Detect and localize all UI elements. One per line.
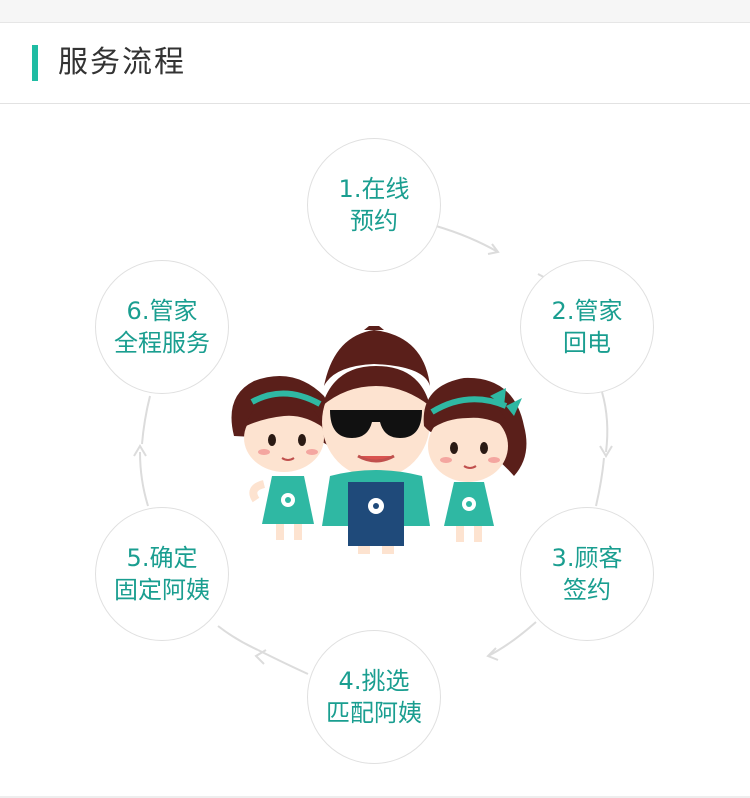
step-5-line2: 固定阿姨 [114, 576, 210, 604]
step-6-line1: 6.管家 [126, 297, 198, 325]
step-2-housekeeper-callback[interactable]: 2.管家 回电 [520, 260, 654, 394]
middle-boy-mascot [322, 326, 430, 554]
left-girl-mascot [231, 376, 333, 540]
right-girl-mascot [423, 377, 527, 542]
step-6-line2: 全程服务 [114, 329, 210, 357]
process-ring [133, 225, 613, 675]
step-5-line1: 5.确定 [126, 544, 198, 572]
step-1-line2: 预约 [350, 207, 398, 235]
step-2-line2: 回电 [563, 329, 611, 357]
step-3-line2: 签约 [563, 576, 611, 604]
mascot-family-icon [231, 326, 527, 554]
step-6-full-service[interactable]: 6.管家 全程服务 [95, 260, 229, 394]
step-4-line1: 4.挑选 [338, 667, 410, 695]
step-5-confirm-nanny[interactable]: 5.确定 固定阿姨 [95, 507, 229, 641]
page-title: 服务流程 [58, 45, 186, 80]
section-header: 服务流程 [0, 23, 750, 104]
header-accent-bar [32, 45, 38, 81]
step-4-select-match[interactable]: 4.挑选 匹配阿姨 [307, 630, 441, 764]
step-3-line1: 3.顾客 [551, 544, 623, 572]
bottom-divider [0, 796, 750, 798]
top-strip [0, 0, 750, 23]
step-4-line2: 匹配阿姨 [326, 699, 422, 727]
step-1-line1: 1.在线 [338, 175, 410, 203]
step-3-customer-signing[interactable]: 3.顾客 签约 [520, 507, 654, 641]
step-1-online-booking[interactable]: 1.在线 预约 [307, 138, 441, 272]
step-2-line1: 2.管家 [551, 297, 623, 325]
